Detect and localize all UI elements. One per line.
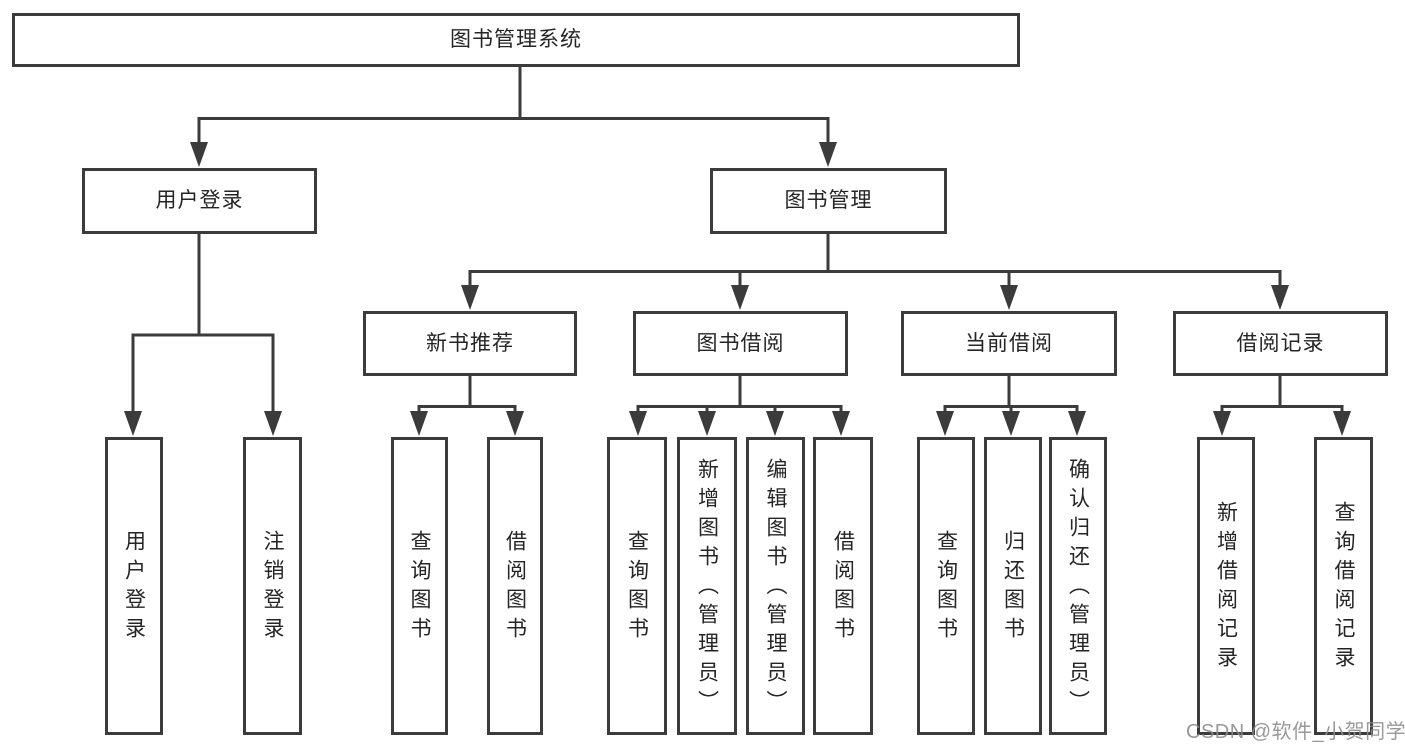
node-new-book-recommend: 新书推荐 <box>363 311 577 376</box>
leaf-query-book-3: 查询图书 <box>917 437 975 735</box>
leaf-add-book-admin: 新增图书（管理员） <box>677 437 737 735</box>
leaf-edit-book-admin: 编辑图书（管理员） <box>746 437 805 735</box>
leaf-query-book-1: 查询图书 <box>391 437 448 735</box>
leaf-confirm-return-admin: 确认归还（管理员） <box>1049 437 1107 735</box>
node-current-borrow: 当前借阅 <box>901 311 1117 376</box>
node-book-management: 图书管理 <box>710 168 947 234</box>
node-root-system: 图书管理系统 <box>12 13 1020 67</box>
node-user-login: 用户登录 <box>82 168 317 234</box>
leaf-borrow-book-2: 借阅图书 <box>813 437 873 735</box>
node-borrow-record: 借阅记录 <box>1173 311 1388 376</box>
node-book-borrow: 图书借阅 <box>633 311 848 376</box>
leaf-add-borrow-record: 新增借阅记录 <box>1197 437 1255 735</box>
watermark: CSDN @软件_小贺同学 <box>1186 721 1405 743</box>
leaf-query-book-2: 查询图书 <box>607 437 667 735</box>
leaf-user-login: 用户登录 <box>105 437 163 735</box>
leaf-borrow-book-1: 借阅图书 <box>487 437 543 735</box>
arrowheads <box>124 142 1351 436</box>
leaf-return-book: 归还图书 <box>984 437 1042 735</box>
leaf-query-borrow-record: 查询借阅记录 <box>1314 437 1373 735</box>
leaf-logout: 注销登录 <box>243 437 302 735</box>
